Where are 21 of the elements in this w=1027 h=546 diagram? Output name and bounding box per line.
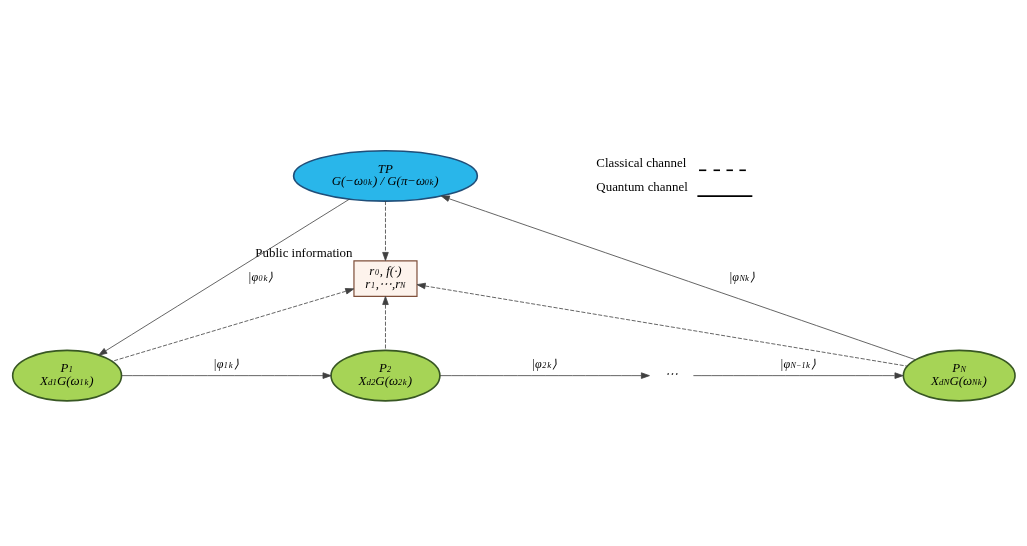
arrow — [439, 372, 650, 379]
node-box: r0, f(·) r1,⋯,rN — [352, 260, 418, 297]
arrow — [692, 372, 903, 379]
arrow — [381, 296, 389, 351]
edge-label: |φNk⟩ — [728, 269, 755, 284]
arrow — [440, 195, 916, 361]
arrow — [416, 282, 907, 367]
arrow — [120, 372, 331, 379]
legend-label: Classical channel — [595, 154, 686, 170]
arrow — [111, 288, 354, 362]
arrow — [381, 200, 389, 261]
edge-label: |φ2k⟩ — [531, 357, 557, 372]
edge-label: |φN−1k⟩ — [779, 357, 816, 372]
arrow — [97, 198, 350, 356]
node-ellipse: P2 Xd2G(ω2k) — [329, 349, 441, 402]
node-ellipse: PN XdNG(ωNk) — [902, 349, 1016, 402]
node-text: ⋯ — [664, 365, 678, 381]
edge-label: |φ0k⟩ — [247, 269, 273, 284]
legend-label: Quantum channel — [595, 179, 688, 195]
node-label: Public information — [254, 244, 353, 260]
edge-label: |φ1k⟩ — [212, 357, 239, 372]
